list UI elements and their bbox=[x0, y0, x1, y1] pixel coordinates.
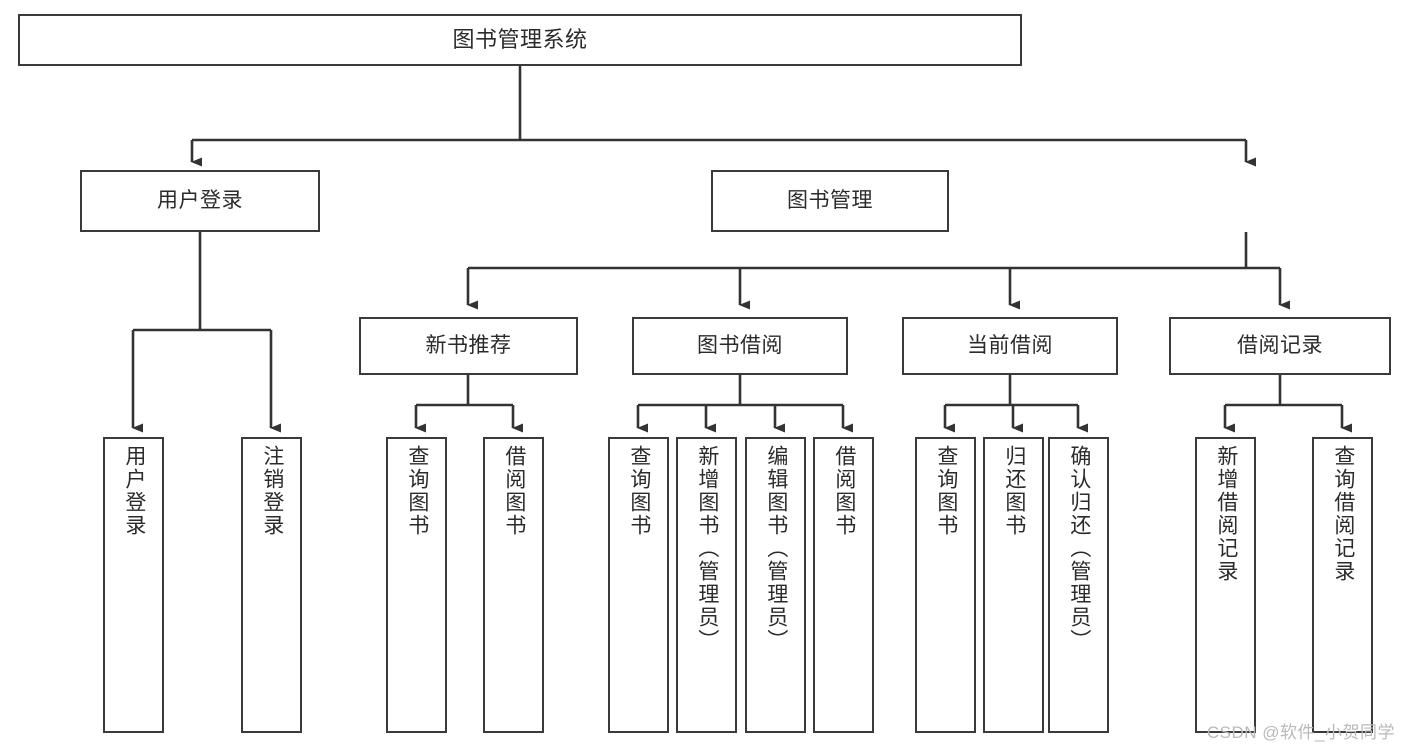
node-leaf-borrow-book-2-label: 借阅图书 bbox=[832, 445, 856, 537]
node-leaf-user-login-label: 用户登录 bbox=[122, 445, 146, 537]
node-leaf-query-book-3[interactable]: 查询图书 bbox=[915, 437, 976, 733]
node-leaf-query-book-3-label: 查询图书 bbox=[934, 445, 958, 537]
node-leaf-query-record-label: 查询借阅记录 bbox=[1331, 445, 1355, 583]
node-book-manage-label: 图书管理 bbox=[787, 188, 873, 212]
node-current-borrow[interactable]: 当前借阅 bbox=[902, 317, 1118, 375]
node-user-login-label: 用户登录 bbox=[157, 188, 243, 212]
node-user-login[interactable]: 用户登录 bbox=[80, 170, 320, 232]
node-leaf-confirm-return[interactable]: 确认归还（管理员） bbox=[1048, 437, 1109, 733]
node-leaf-user-login[interactable]: 用户登录 bbox=[103, 437, 164, 733]
node-leaf-query-book-2-label: 查询图书 bbox=[627, 445, 651, 537]
node-borrow-record-label: 借阅记录 bbox=[1237, 333, 1323, 357]
node-leaf-add-record-label: 新增借阅记录 bbox=[1214, 445, 1238, 583]
node-leaf-query-book-1-label: 查询图书 bbox=[405, 445, 429, 537]
node-leaf-logout[interactable]: 注销登录 bbox=[241, 437, 302, 733]
node-leaf-query-record[interactable]: 查询借阅记录 bbox=[1312, 437, 1373, 733]
node-leaf-add-book-label: 新增图书（管理员） bbox=[695, 445, 719, 652]
node-leaf-borrow-book-1-label: 借阅图书 bbox=[502, 445, 526, 537]
node-leaf-query-book-2[interactable]: 查询图书 bbox=[608, 437, 669, 733]
node-leaf-edit-book[interactable]: 编辑图书（管理员） bbox=[745, 437, 806, 733]
node-leaf-logout-label: 注销登录 bbox=[260, 445, 284, 537]
csdn-watermark: CSDN @软件_小贺同学 bbox=[1206, 723, 1395, 742]
node-leaf-confirm-return-label: 确认归还（管理员） bbox=[1067, 445, 1091, 652]
node-leaf-query-book-1[interactable]: 查询图书 bbox=[386, 437, 447, 733]
node-leaf-add-record[interactable]: 新增借阅记录 bbox=[1195, 437, 1256, 733]
node-leaf-edit-book-label: 编辑图书（管理员） bbox=[764, 445, 788, 652]
node-new-book-rec[interactable]: 新书推荐 bbox=[359, 317, 578, 375]
node-leaf-return-book-label: 归还图书 bbox=[1002, 445, 1026, 537]
node-root[interactable]: 图书管理系统 bbox=[18, 14, 1022, 66]
node-current-borrow-label: 当前借阅 bbox=[967, 333, 1053, 357]
node-book-borrow-label: 图书借阅 bbox=[697, 333, 783, 357]
node-leaf-borrow-book-1[interactable]: 借阅图书 bbox=[483, 437, 544, 733]
node-book-borrow[interactable]: 图书借阅 bbox=[632, 317, 848, 375]
node-leaf-add-book[interactable]: 新增图书（管理员） bbox=[676, 437, 737, 733]
node-leaf-return-book[interactable]: 归还图书 bbox=[983, 437, 1044, 733]
node-borrow-record[interactable]: 借阅记录 bbox=[1169, 317, 1391, 375]
node-leaf-borrow-book-2[interactable]: 借阅图书 bbox=[813, 437, 874, 733]
node-new-book-rec-label: 新书推荐 bbox=[425, 333, 512, 357]
node-root-label: 图书管理系统 bbox=[452, 27, 588, 53]
node-book-manage[interactable]: 图书管理 bbox=[711, 170, 949, 232]
